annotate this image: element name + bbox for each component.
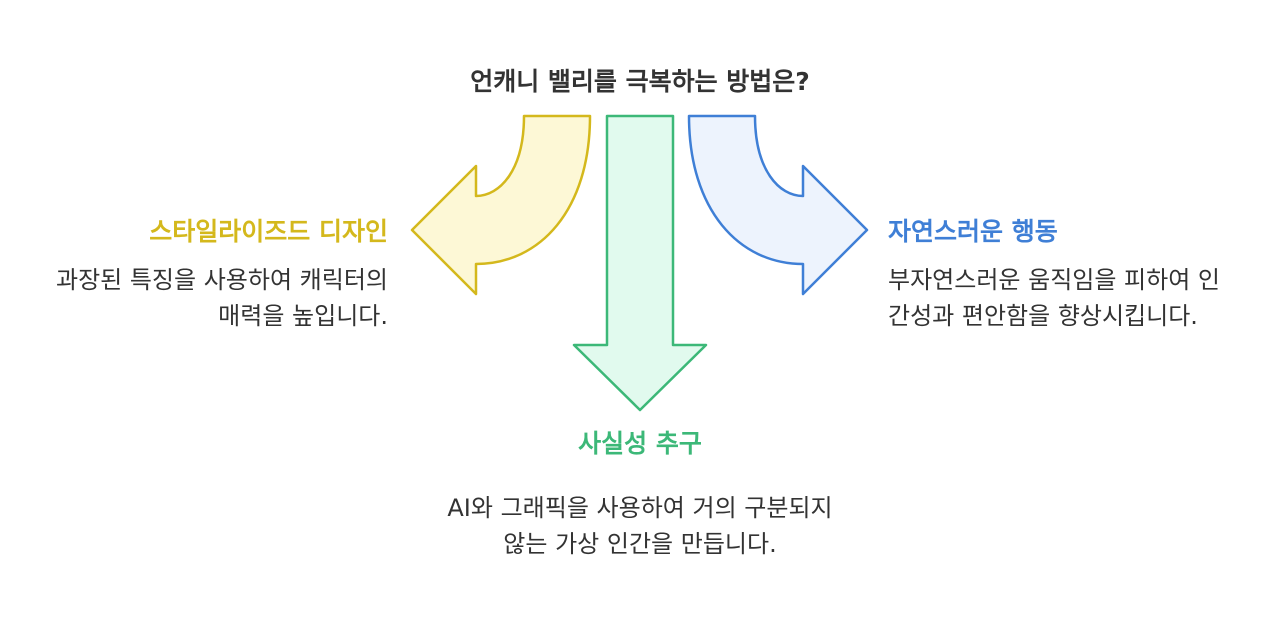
diagram-title: 언캐니 밸리를 극복하는 방법은? bbox=[470, 67, 810, 96]
right-branch-description: 부자연스러운 움직임을 피하여 인간성과 편안함을 향상시킵니다. bbox=[888, 266, 1221, 330]
center-branch-description: AI와 그래픽을 사용하여 거의 구분되지 않는 가상 인간을 만듭니다. bbox=[447, 494, 833, 558]
right-branch-heading: 자연스러운 행동 bbox=[888, 217, 1058, 246]
left-curved-arrow bbox=[410, 114, 592, 296]
center-branch-heading: 사실성 추구 bbox=[578, 429, 702, 458]
left-branch-description: 과장된 특징을 사용하여 캐릭터의 매력을 높입니다. bbox=[55, 266, 388, 330]
center-down-arrow bbox=[572, 114, 708, 412]
right-curved-arrow bbox=[687, 114, 869, 296]
left-branch-heading: 스타일라이즈드 디자인 bbox=[149, 217, 388, 246]
